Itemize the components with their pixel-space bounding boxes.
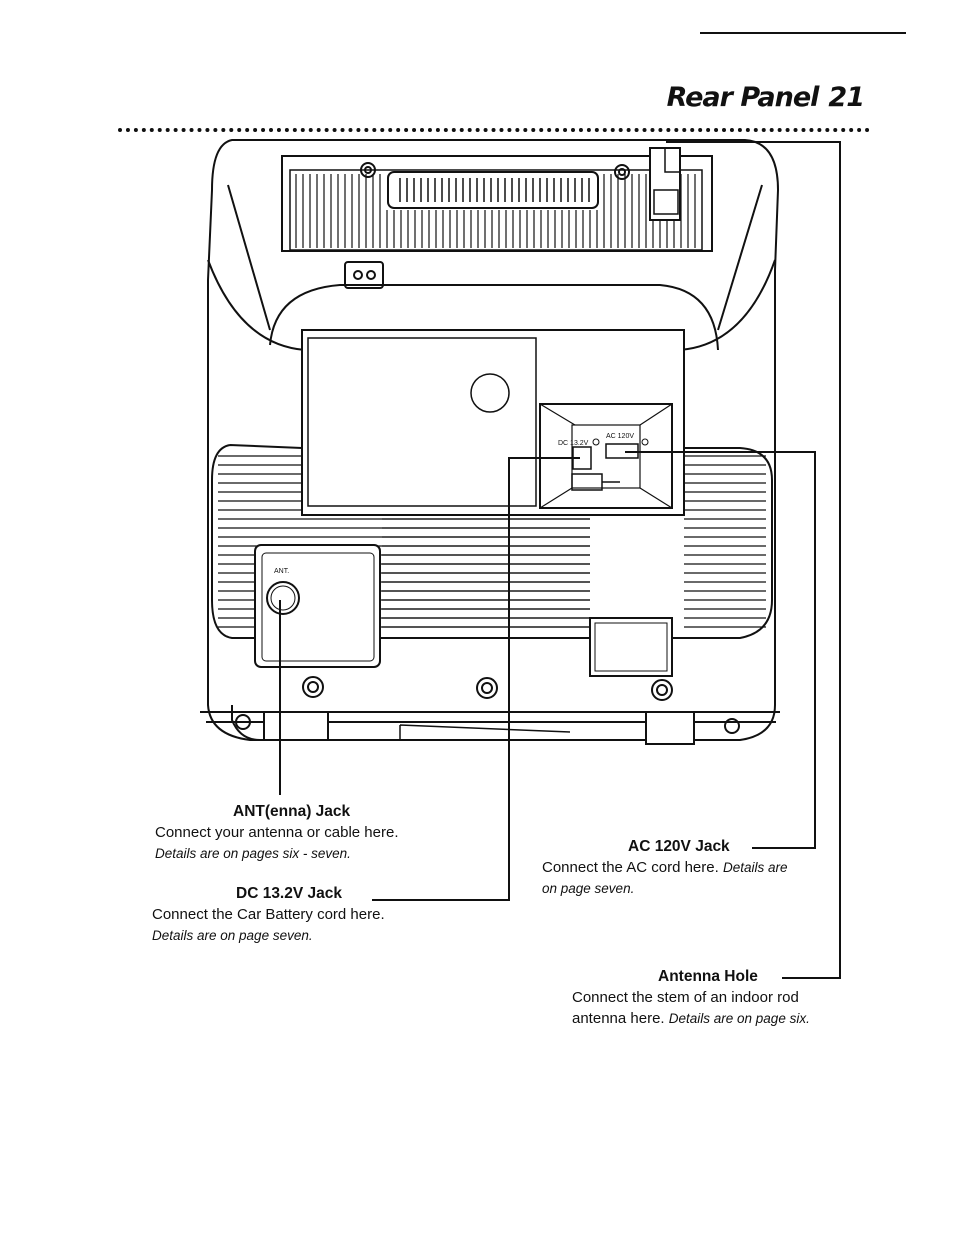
cabinet-edge-right [717, 184, 763, 331]
antenna-hole-callout: Antenna Hole Connect the stem of an indo… [572, 966, 810, 1029]
ant-callout-body: Connect your antenna or cable here. [155, 824, 399, 841]
antenna-hole [649, 147, 681, 221]
screw-top-left [360, 162, 376, 178]
ac-callout-detail-inline: Details are [722, 860, 788, 875]
foot-left [263, 711, 329, 741]
page-number: 21 [828, 82, 865, 113]
screw-bottom-center [476, 677, 498, 699]
grille-lines [218, 455, 766, 628]
cabinet-edge-left [227, 184, 271, 331]
antenna-hole-callout-detail: Details are on page six. [668, 1011, 810, 1026]
small-connector [344, 261, 384, 289]
dc-jack-label: DC 13.2V [558, 440, 589, 447]
ac-callout: AC 120V Jack Connect the AC cord here. D… [542, 836, 787, 899]
handle-bars [399, 178, 590, 202]
dotted-divider [118, 128, 870, 132]
screw-bottom-right [651, 679, 673, 701]
antenna-hole-callout-body: Connect the stem of an indoor rod [572, 989, 799, 1006]
ac-callout-title: AC 120V Jack [628, 838, 730, 855]
dc-callout-body: Connect the Car Battery cord here. [152, 906, 385, 923]
panel-knob [470, 373, 510, 413]
ac-callout-body: Connect the AC cord here. [542, 859, 719, 876]
ant-callout-detail: Details are on pages six - seven. [155, 846, 351, 861]
leader-antenna-hole [666, 141, 841, 979]
dc-callout-title: DC 13.2V Jack [236, 885, 342, 902]
bottom-right-cover [589, 617, 673, 677]
leader-dc [372, 457, 580, 901]
vent-bars [295, 174, 696, 248]
screw-bottom-left [302, 676, 324, 698]
foot-right [645, 711, 695, 745]
ant-jack-panel [254, 544, 381, 668]
ant-callout-title: ANT(enna) Jack [233, 803, 351, 820]
top-rule [700, 32, 906, 34]
ac-jack-label: AC 120V [606, 433, 634, 440]
carry-handle-slot [387, 171, 599, 209]
ant-callout: ANT(enna) Jack Connect your antenna or c… [155, 801, 399, 864]
antenna-hole-callout-title: Antenna Hole [658, 968, 758, 985]
cabinet-lower-right [679, 259, 776, 351]
leader-ac [625, 451, 816, 849]
dc-callout: DC 13.2V Jack Connect the Car Battery co… [152, 883, 385, 946]
cabinet-lower-left [207, 259, 306, 351]
page-title-text: Rear Panel [666, 82, 820, 113]
page-title: Rear Panel 21 [666, 82, 865, 113]
cabinet-arch [269, 284, 719, 351]
tv-outer-shell [207, 139, 780, 741]
dc-callout-detail: Details are on page seven. [152, 928, 313, 943]
ac-callout-detail: on page seven. [542, 881, 635, 896]
antenna-hole-callout-body2: antenna here. [572, 1010, 665, 1027]
ant-jack [266, 581, 300, 615]
top-vent-block [281, 155, 713, 252]
speaker-grille-outline [211, 444, 773, 639]
screw-top-right [614, 164, 630, 180]
ant-jack-label: ANT. [274, 568, 289, 575]
